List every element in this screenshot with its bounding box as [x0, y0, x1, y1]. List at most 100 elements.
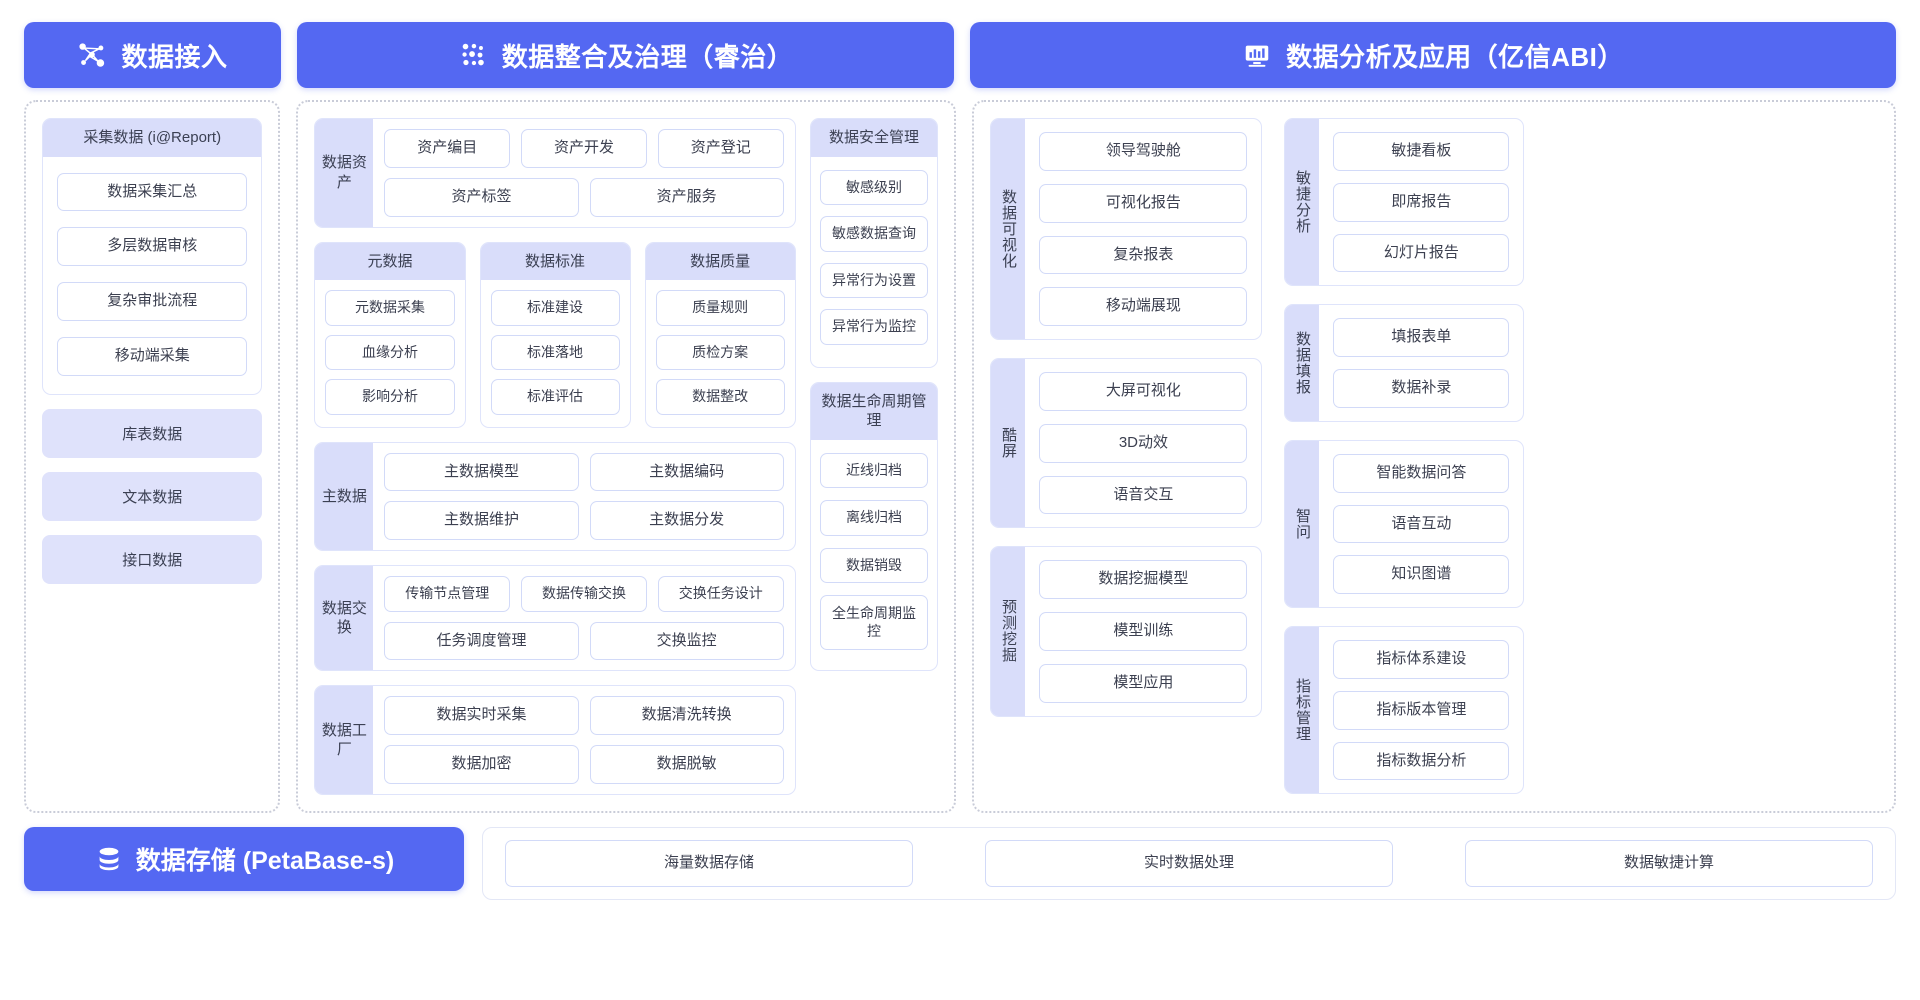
item-chip[interactable]: 数据脱敏	[589, 745, 784, 784]
source-chip-api[interactable]: 接口数据	[42, 534, 263, 584]
item-chip[interactable]: 指标数据分析	[1333, 741, 1510, 781]
storage-pill[interactable]: 数据存储 (PetaBase-s)	[24, 826, 464, 891]
group-label: 预测挖掘	[991, 547, 1026, 716]
header-title: 数据整合及治理（睿治）	[501, 41, 794, 72]
group-collect-data: 采集数据 (i@Report) 数据采集汇总 多层数据审核 复杂审批流程 移动端…	[42, 118, 263, 395]
group-metadata: 元数据 元数据采集 血缘分析 影响分析	[314, 241, 466, 428]
storage-title: 数据存储 (PetaBase-s)	[135, 846, 395, 875]
item-chip[interactable]: 幻灯片报告	[1333, 233, 1510, 273]
item-chip[interactable]: 模型应用	[1039, 663, 1248, 703]
item-chip[interactable]: 复杂审批流程	[57, 282, 248, 321]
item-chip[interactable]: 指标版本管理	[1333, 690, 1510, 730]
item-chip[interactable]: 资产标签	[384, 177, 579, 217]
item-chip[interactable]: 全生命周期监控	[819, 595, 929, 650]
group-title: 数据标准	[480, 242, 630, 280]
item-chip[interactable]: 即席报告	[1333, 182, 1510, 222]
nodes-network-icon	[79, 43, 105, 67]
item-chip[interactable]: 数据实时采集	[384, 696, 579, 735]
item-chip[interactable]: 异常行为监控	[819, 309, 929, 345]
item-chip[interactable]: 资产开发	[521, 129, 647, 168]
item-chip[interactable]: 领导驾驶舱	[1039, 132, 1248, 171]
item-chip[interactable]: 数据采集汇总	[57, 172, 248, 212]
item-chip[interactable]: 语音互动	[1333, 504, 1510, 544]
header-data-analysis[interactable]: 数据分析及应用（亿信ABI）	[970, 22, 1896, 88]
group-label: 数据交换	[315, 566, 374, 671]
item-chip[interactable]: 影响分析	[325, 379, 455, 415]
header-title: 数据接入	[121, 41, 228, 72]
item-chip[interactable]: 移动端展现	[1039, 287, 1248, 326]
item-chip[interactable]: 资产服务	[589, 177, 784, 217]
group-cool-screen: 酷屏 大屏可视化 3D动效 语音交互	[990, 358, 1263, 529]
group-label: 数据工厂	[315, 686, 374, 794]
item-chip[interactable]: 异常行为设置	[819, 262, 929, 298]
item-chip[interactable]: 移动端采集	[57, 336, 248, 376]
storage-chip[interactable]: 海量数据存储	[505, 839, 913, 887]
database-stack-icon	[99, 847, 119, 870]
item-chip[interactable]: 数据整改	[655, 379, 785, 415]
item-chip[interactable]: 主数据编码	[589, 452, 784, 492]
item-chip[interactable]: 标准建设	[490, 290, 620, 326]
group-agile-analysis: 敏捷分析 敏捷看板 即席报告 幻灯片报告	[1284, 118, 1525, 287]
source-chip-table[interactable]: 库表数据	[42, 408, 263, 458]
item-chip[interactable]: 主数据模型	[384, 452, 579, 492]
item-chip[interactable]: 标准落地	[490, 334, 620, 370]
item-chip[interactable]: 数据补录	[1333, 369, 1510, 408]
triple-group-row: 元数据 元数据采集 血缘分析 影响分析 数据标准 标准建设 标准落地	[314, 241, 796, 428]
group-label: 主数据	[315, 442, 374, 550]
item-chip[interactable]: 多层数据审核	[57, 227, 248, 266]
item-chip[interactable]: 指标体系建设	[1333, 640, 1510, 679]
item-chip[interactable]: 可视化报告	[1039, 183, 1248, 223]
item-chip[interactable]: 敏感级别	[819, 169, 929, 205]
item-chip[interactable]: 主数据维护	[384, 501, 579, 540]
item-chip[interactable]: 数据传输交换	[521, 576, 647, 612]
item-chip[interactable]: 大屏可视化	[1039, 372, 1248, 411]
item-chip[interactable]: 主数据分发	[589, 501, 784, 540]
item-chip[interactable]: 填报表单	[1333, 318, 1510, 357]
item-chip[interactable]: 血缘分析	[325, 334, 455, 370]
group-label: 数据资产	[315, 119, 374, 227]
group-label: 指标管理	[1285, 627, 1320, 794]
storage-chip[interactable]: 数据敏捷计算	[1465, 839, 1873, 887]
item-chip[interactable]: 语音交互	[1039, 475, 1248, 515]
item-chip[interactable]: 资产登记	[657, 129, 784, 168]
item-chip[interactable]: 3D动效	[1039, 423, 1248, 463]
source-list: 库表数据 文本数据 接口数据	[42, 408, 263, 584]
item-chip[interactable]: 智能数据问答	[1333, 453, 1510, 493]
item-chip[interactable]: 传输节点管理	[384, 576, 511, 612]
item-chip[interactable]: 元数据采集	[325, 290, 455, 326]
storage-items-panel: 海量数据存储 实时数据处理 数据敏捷计算	[482, 826, 1896, 900]
group-title: 数据质量	[645, 242, 795, 280]
item-chip[interactable]: 质量规则	[655, 290, 785, 326]
panel-data-access: 采集数据 (i@Report) 数据采集汇总 多层数据审核 复杂审批流程 移动端…	[24, 100, 281, 813]
panel-row: 采集数据 (i@Report) 数据采集汇总 多层数据审核 复杂审批流程 移动端…	[24, 100, 1896, 813]
item-chip[interactable]: 交换任务设计	[657, 576, 784, 612]
group-title: 数据生命周期管理	[810, 382, 938, 440]
item-chip[interactable]: 复杂报表	[1039, 235, 1248, 275]
header-data-governance[interactable]: 数据整合及治理（睿治）	[296, 22, 955, 88]
group-data-reporting: 数据填报 填报表单 数据补录	[1284, 304, 1525, 422]
panel-data-governance: 数据资产 资产编目 资产开发 资产登记 资产标签 资产服务	[296, 100, 957, 813]
item-chip[interactable]: 数据加密	[384, 745, 579, 784]
item-chip[interactable]: 数据销毁	[819, 547, 929, 583]
item-chip[interactable]: 近线归档	[819, 452, 929, 488]
item-chip[interactable]: 数据挖掘模型	[1039, 560, 1248, 599]
storage-chip[interactable]: 实时数据处理	[985, 839, 1393, 887]
item-chip[interactable]: 模型训练	[1039, 612, 1248, 651]
source-chip-text[interactable]: 文本数据	[42, 471, 263, 521]
group-smart-query: 智问 智能数据问答 语音互动 知识图谱	[1284, 439, 1525, 608]
item-chip[interactable]: 标准评估	[490, 379, 620, 415]
group-label: 酷屏	[991, 359, 1026, 528]
item-chip[interactable]: 离线归档	[819, 500, 929, 536]
item-chip[interactable]: 质检方案	[655, 334, 785, 370]
group-master-data: 主数据 主数据模型 主数据编码 主数据维护 主数据分发	[314, 441, 796, 551]
header-data-access[interactable]: 数据接入	[24, 22, 281, 88]
item-chip[interactable]: 交换监控	[589, 621, 784, 661]
item-chip[interactable]: 资产编目	[384, 129, 511, 168]
item-chip[interactable]: 数据清洗转换	[589, 696, 784, 735]
item-chip[interactable]: 敏捷看板	[1333, 132, 1510, 171]
item-chip[interactable]: 任务调度管理	[384, 621, 579, 661]
item-chip[interactable]: 敏感数据查询	[819, 216, 929, 252]
group-data-standard: 数据标准 标准建设 标准落地 标准评估	[479, 241, 631, 428]
item-chip[interactable]: 知识图谱	[1333, 555, 1510, 594]
